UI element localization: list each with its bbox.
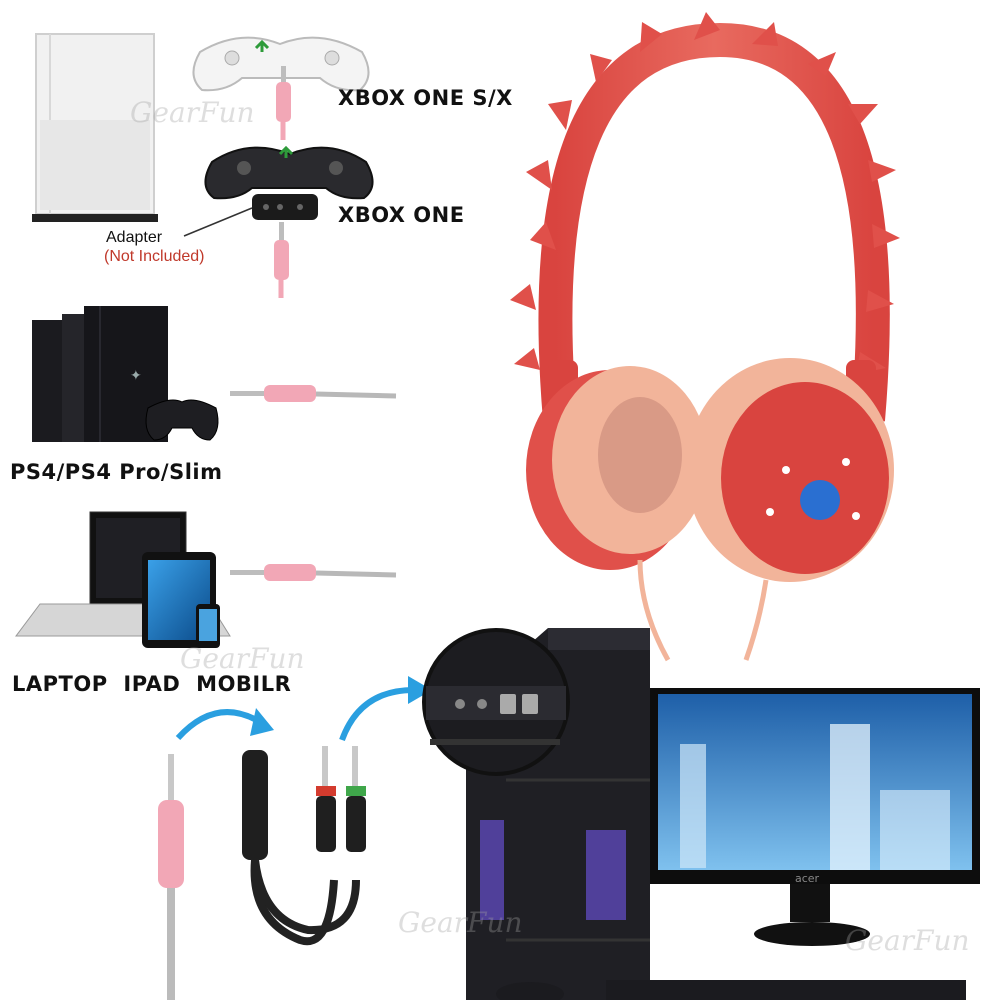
xbox-controller-white [192,36,370,92]
pink-plug [158,754,184,1000]
monitor: acer [650,688,980,946]
dinosaur-icon [800,480,840,520]
watermark: GearFun [398,906,523,939]
adapter-note: (Not Included) [104,248,205,265]
y-splitter [242,746,366,946]
headphones [510,12,900,662]
port-zoom [422,628,570,776]
arrow-icon [175,676,432,742]
label-xbox-one: XBOX ONE [338,203,465,227]
label-ps4: PS4/PS4 Pro/Slim [10,460,223,484]
label-adapter: Adapter (Not Included) [104,228,205,266]
plug-xbox-one [274,222,289,298]
label-xbox-one-sx: XBOX ONE S/X [338,86,513,110]
watermark: GearFun [845,924,970,957]
ps4-consoles: ✦ [32,306,219,442]
xbox-console [32,33,158,222]
laptop-tablet-phone [15,511,231,648]
plug-laptop [230,564,397,581]
watermark: GearFun [180,642,305,675]
plug-xbox-sx [276,66,291,140]
label-laptop-ipad-mobile: LAPTOP IPAD MOBILR [12,672,292,696]
xbox-controller-black [183,145,374,237]
keyboard-mouse [496,980,966,1000]
plug-ps4 [230,385,397,402]
svg-text:✦: ✦ [130,368,142,384]
monitor-brand: acer [795,872,820,885]
watermark: GearFun [130,96,255,129]
adapter-text: Adapter [106,229,163,246]
